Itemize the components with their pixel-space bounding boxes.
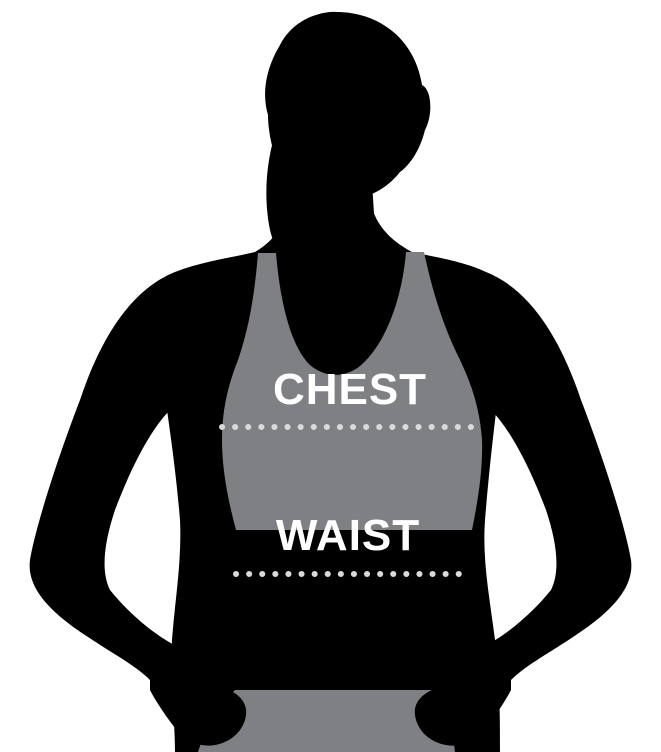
waist-label: WAIST (248, 511, 448, 561)
chest-label: CHEST (250, 365, 450, 415)
